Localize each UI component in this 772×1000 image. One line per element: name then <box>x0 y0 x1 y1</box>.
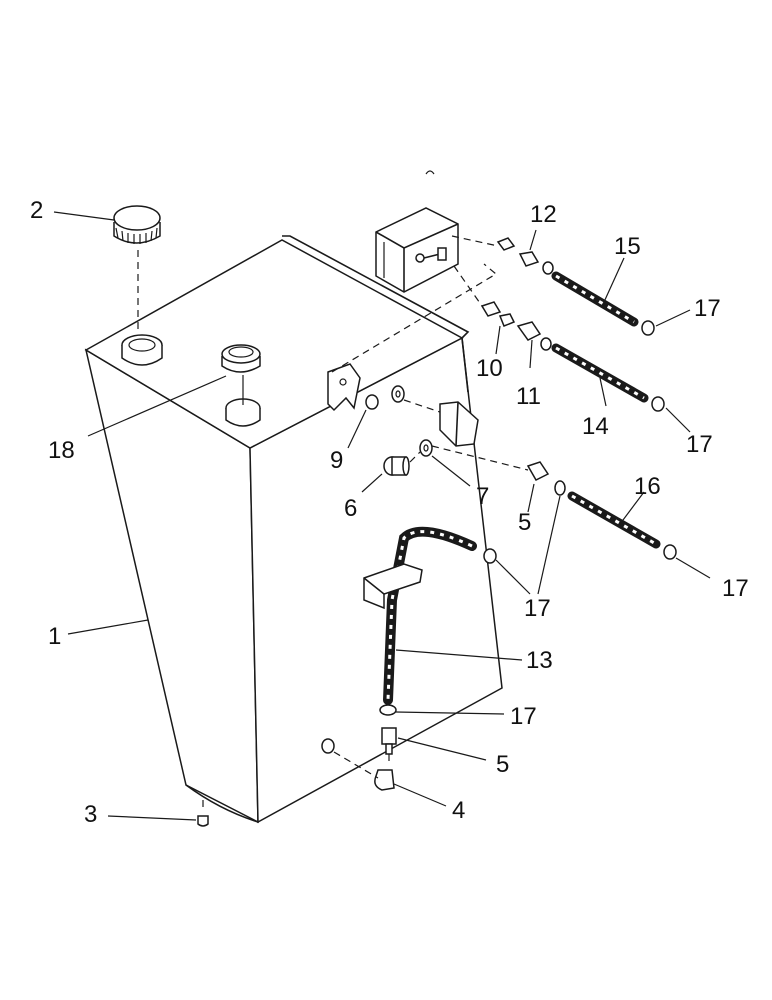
callout-5-upper: 5 <box>518 509 531 536</box>
washer-top <box>391 385 405 403</box>
side-bracket <box>439 401 479 447</box>
tank-right-edge <box>461 337 469 393</box>
bolt-6 <box>383 456 410 476</box>
callout-4: 4 <box>452 797 465 824</box>
clamp-hose-16 <box>663 544 677 560</box>
callout-16: 16 <box>634 473 661 500</box>
callout-17-b: 17 <box>686 431 713 458</box>
fitting-11 <box>516 321 552 351</box>
callout-17-a: 17 <box>694 295 721 322</box>
box-dash-2 <box>453 265 483 307</box>
callout-17-c: 17 <box>524 595 551 622</box>
tank-top-lip <box>282 235 470 339</box>
bolt-6-dash <box>409 451 421 463</box>
callout-3: 3 <box>84 801 97 828</box>
washer-7 <box>419 439 433 457</box>
tank-bracket <box>327 363 361 412</box>
hose-13 <box>383 526 477 705</box>
callout-17-e: 17 <box>510 703 537 730</box>
fitting-5-upper <box>526 461 566 496</box>
breather <box>221 344 261 427</box>
callout-9: 9 <box>330 447 343 474</box>
callout-15: 15 <box>614 233 641 260</box>
control-box <box>375 170 459 293</box>
clamp-hose-13-top <box>483 548 497 564</box>
fitting-10 <box>480 301 516 327</box>
box-dash-1 <box>451 235 499 247</box>
hose-16 <box>567 491 661 549</box>
drain-plug <box>197 815 209 827</box>
clamp-hose-15 <box>641 320 655 336</box>
hose-15 <box>551 271 639 327</box>
callout-2: 2 <box>30 197 43 224</box>
nut-9 <box>365 394 379 410</box>
callout-13: 13 <box>526 647 553 674</box>
callout-5-lower: 5 <box>496 751 509 778</box>
tank-bottom-edge <box>185 784 259 823</box>
filler-neck <box>121 334 163 366</box>
filler-cap <box>113 205 161 244</box>
callout-18: 18 <box>48 437 75 464</box>
washer-dash <box>431 445 529 471</box>
tank-outlet <box>321 738 335 754</box>
clamp-hose-13-bottom <box>379 704 397 716</box>
callout-11: 11 <box>516 383 541 410</box>
callout-6: 6 <box>344 495 357 522</box>
leader-lines <box>53 211 711 821</box>
fitting-12 <box>496 237 554 275</box>
bolt-dash <box>403 399 441 413</box>
callout-12: 12 <box>530 201 557 228</box>
callout-17-d: 17 <box>722 575 749 602</box>
clamp-hose-14 <box>651 396 665 412</box>
bracket-dash <box>331 263 498 373</box>
callout-1: 1 <box>48 623 61 650</box>
callout-14: 14 <box>582 413 609 440</box>
outlet-dash <box>333 751 379 779</box>
hose-bracket <box>363 563 423 610</box>
callout-10: 10 <box>476 355 503 382</box>
callout-7: 7 <box>476 483 489 510</box>
elbow-4 <box>374 769 395 791</box>
callouts: 1 2 3 4 5 5 6 7 9 10 11 12 13 14 15 16 1… <box>30 197 749 828</box>
hose-14 <box>551 343 649 403</box>
